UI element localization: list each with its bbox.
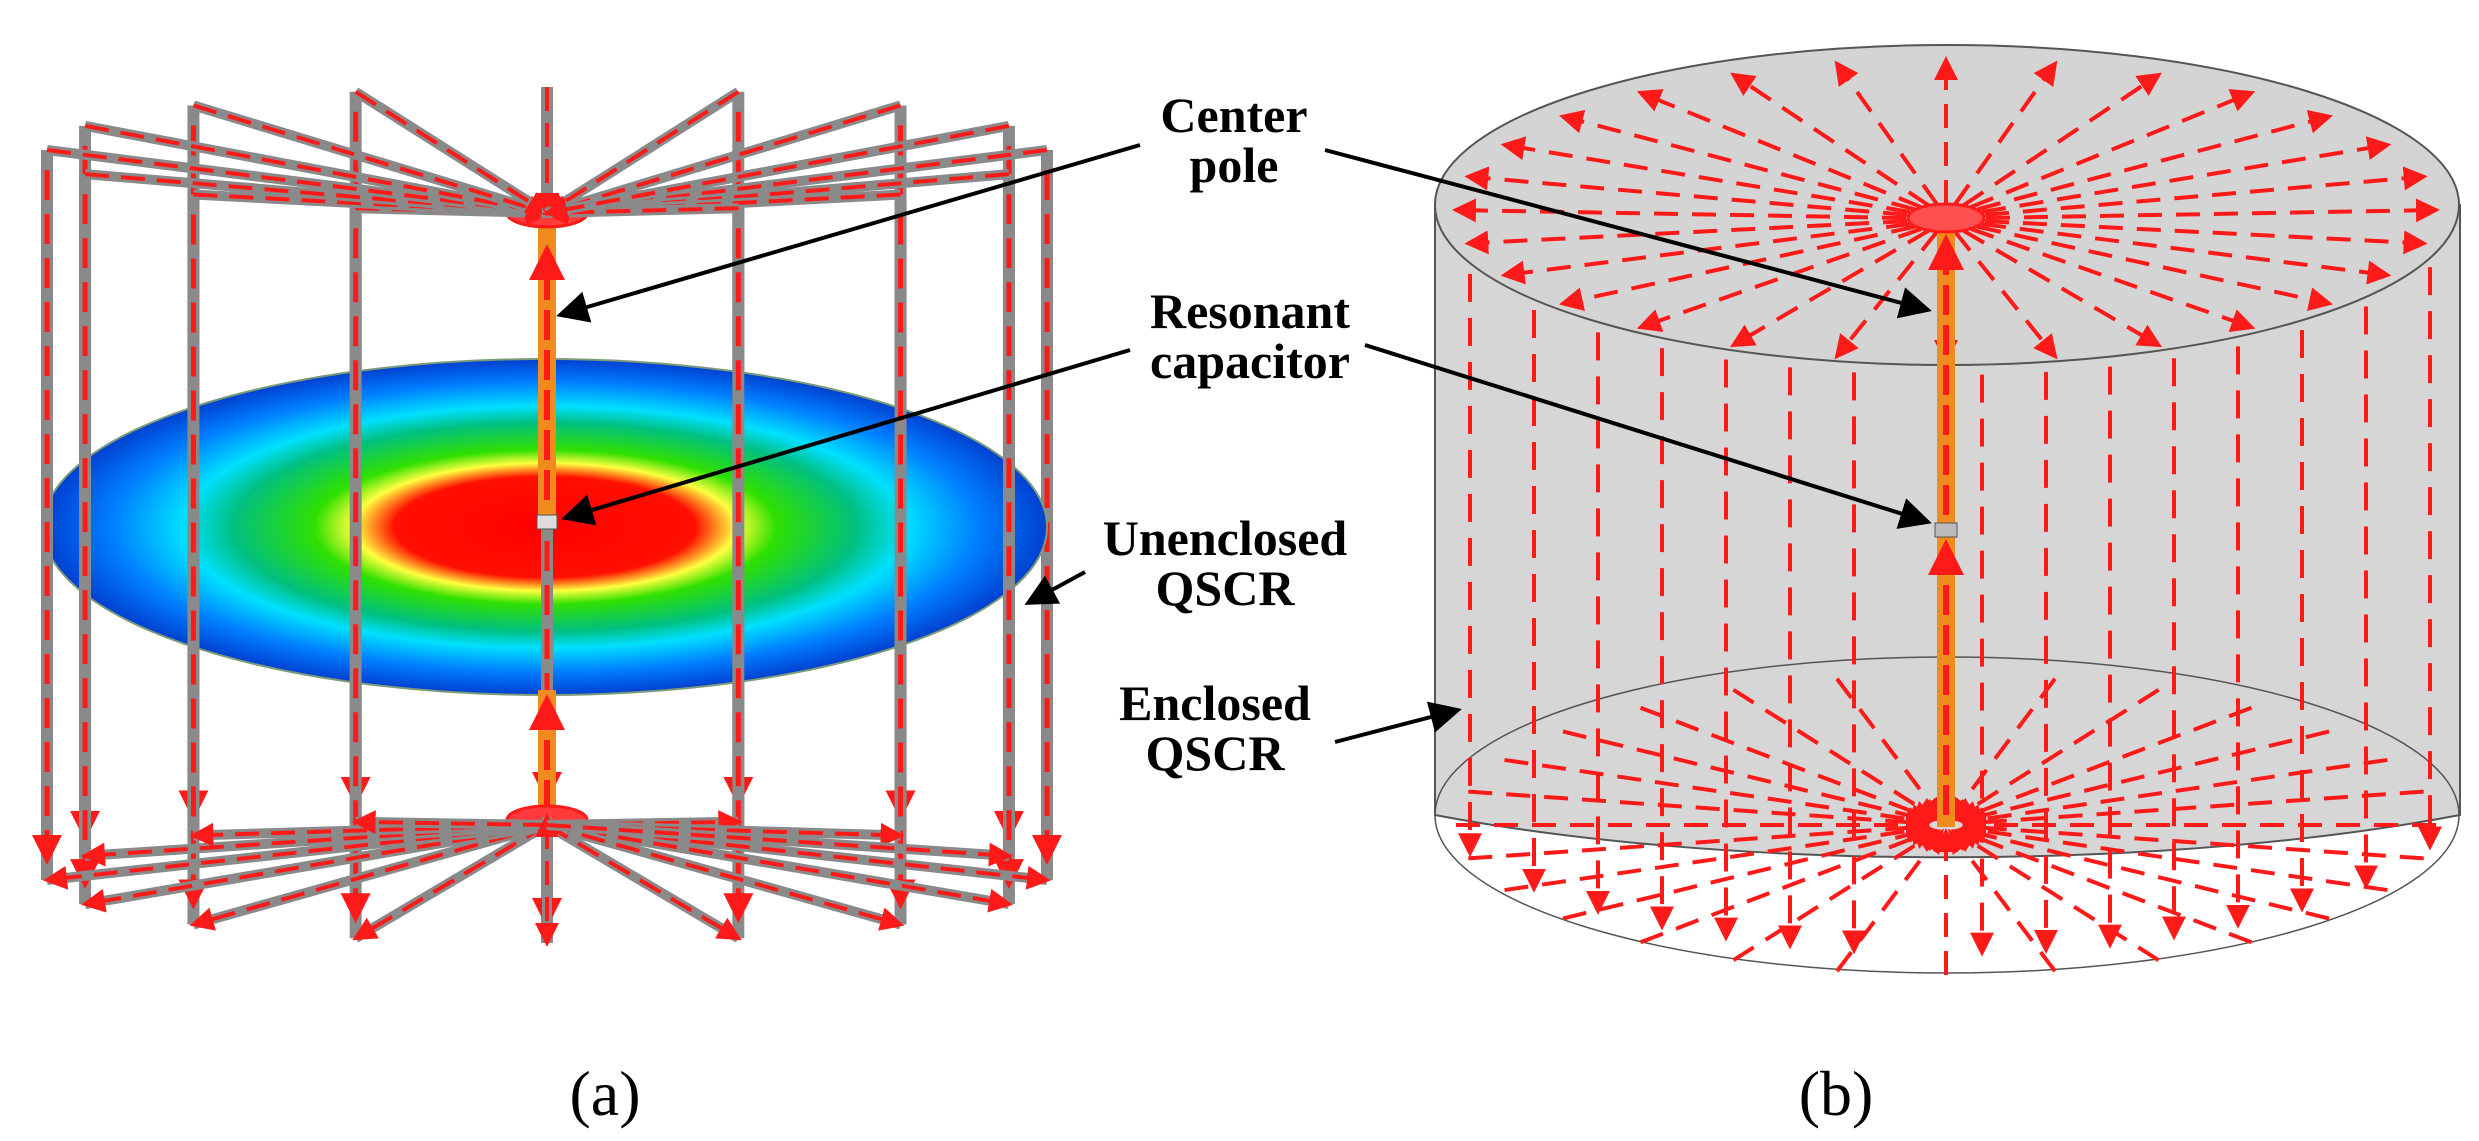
lid-current-arrow [1981, 136, 2392, 214]
panel-b-enclosed-resonator [1434, 44, 2461, 975]
top-spoke-current-arrow [543, 103, 902, 219]
caption-a: (a) [569, 1058, 640, 1129]
lid-current-arrow [1834, 60, 1939, 206]
floor-current-arrow [1951, 829, 2160, 962]
lid-current-arrow [1636, 89, 1922, 209]
bottom-spoke-current-arrow [351, 810, 548, 835]
bottom-spoke-current-arrow [352, 823, 549, 941]
label-center-pole-line2: pole [1190, 137, 1279, 193]
label-unenclosed-line1: Unenclosed [1103, 510, 1348, 566]
lid-current-arrow [1970, 89, 2256, 209]
current-spokes [43, 87, 1051, 947]
lid-current-arrow [1970, 227, 2256, 332]
bottom-spoke-current-arrow [546, 823, 1013, 867]
floor-current-arrow [1732, 829, 1941, 962]
top-spoke-current-arrow [543, 172, 1010, 224]
floor-current-arrow [1948, 828, 2057, 973]
floor-current-arrow [1562, 822, 1935, 921]
top-spoke-current-arrow [84, 172, 551, 224]
bottom-spoke-current-arrow [546, 823, 905, 931]
lid-current-arrow [1559, 109, 1916, 212]
floor-current-arrow [1835, 677, 1944, 822]
lid-current-arrow [1953, 60, 2058, 206]
caption-b: (b) [1799, 1058, 1874, 1129]
floor-current-arrow [1562, 729, 1935, 828]
center-pole-b [1928, 222, 1964, 827]
floor-current-arrow [1468, 789, 1931, 835]
floor-current-arrow [1468, 815, 1931, 861]
floor-current-arrow [1957, 729, 2330, 828]
resonant-capacitor-b [1934, 522, 1958, 538]
top-spoke-current-arrow [84, 123, 551, 222]
label-enclosed-line2: QSCR [1146, 725, 1286, 781]
top-spoke-current-arrow [354, 90, 551, 216]
label-enclosed-line1: Enclosed [1119, 675, 1311, 731]
lid-current-arrow [1976, 224, 2334, 311]
surface-currents [1452, 56, 2442, 975]
floor-current-arrow [1639, 705, 1938, 824]
center-pole-a [529, 228, 565, 825]
floor-current-arrow [1504, 819, 1932, 893]
label-resonant-capacitor-line2: capacitor [1150, 333, 1350, 389]
lid-current-arrow [1981, 222, 2392, 285]
top-hub-b [1906, 202, 1986, 234]
lid-current-arrow [1976, 109, 2333, 212]
floor-current-arrow [1504, 757, 1932, 831]
resonant-capacitor-a [536, 514, 558, 530]
lid-current-arrow [1500, 136, 1911, 214]
bottom-spoke-current-arrow [546, 823, 1013, 913]
lid-current-arrow [1953, 230, 2058, 360]
lid-current-arrow [1962, 72, 2162, 208]
lid-current-arrow [1834, 230, 1939, 360]
top-spoke-current-arrow [46, 148, 551, 223]
floor-current-arrow [1732, 688, 1941, 821]
label-unenclosed-line2: QSCR [1156, 560, 1296, 616]
top-spoke-current-arrow [543, 200, 739, 225]
lid-current-arrow [1730, 72, 1930, 208]
annotations [556, 143, 1932, 744]
floor-current-arrow [1951, 688, 2160, 821]
lid-current-arrow [1636, 227, 1922, 332]
floor-current-arrow [1948, 677, 2057, 822]
floor-current-arrow [1957, 822, 2330, 921]
panel-a-unenclosed-resonator [32, 87, 1062, 947]
bottom-spoke-current-arrow [545, 823, 742, 941]
floor-current-arrow [1954, 705, 2253, 824]
top-spoke-current-arrow [543, 90, 740, 216]
bottom-spoke-current-arrow [189, 823, 548, 931]
floor-current-arrow [1639, 826, 1938, 945]
floor-current-arrow [1961, 789, 2424, 835]
floor-current-arrow [1961, 815, 2424, 861]
top-spoke-current-arrow [543, 123, 1010, 222]
top-spoke-current-arrow [192, 103, 551, 219]
label-resonant-capacitor-line1: Resonant [1150, 283, 1350, 339]
floor-current-arrow [1960, 757, 2388, 831]
lid-current-arrow [1558, 224, 1916, 311]
floor-current-arrow [1954, 826, 2253, 945]
label-center-pole-line1: Center [1160, 87, 1307, 143]
floor-current-arrow [1835, 828, 1944, 973]
